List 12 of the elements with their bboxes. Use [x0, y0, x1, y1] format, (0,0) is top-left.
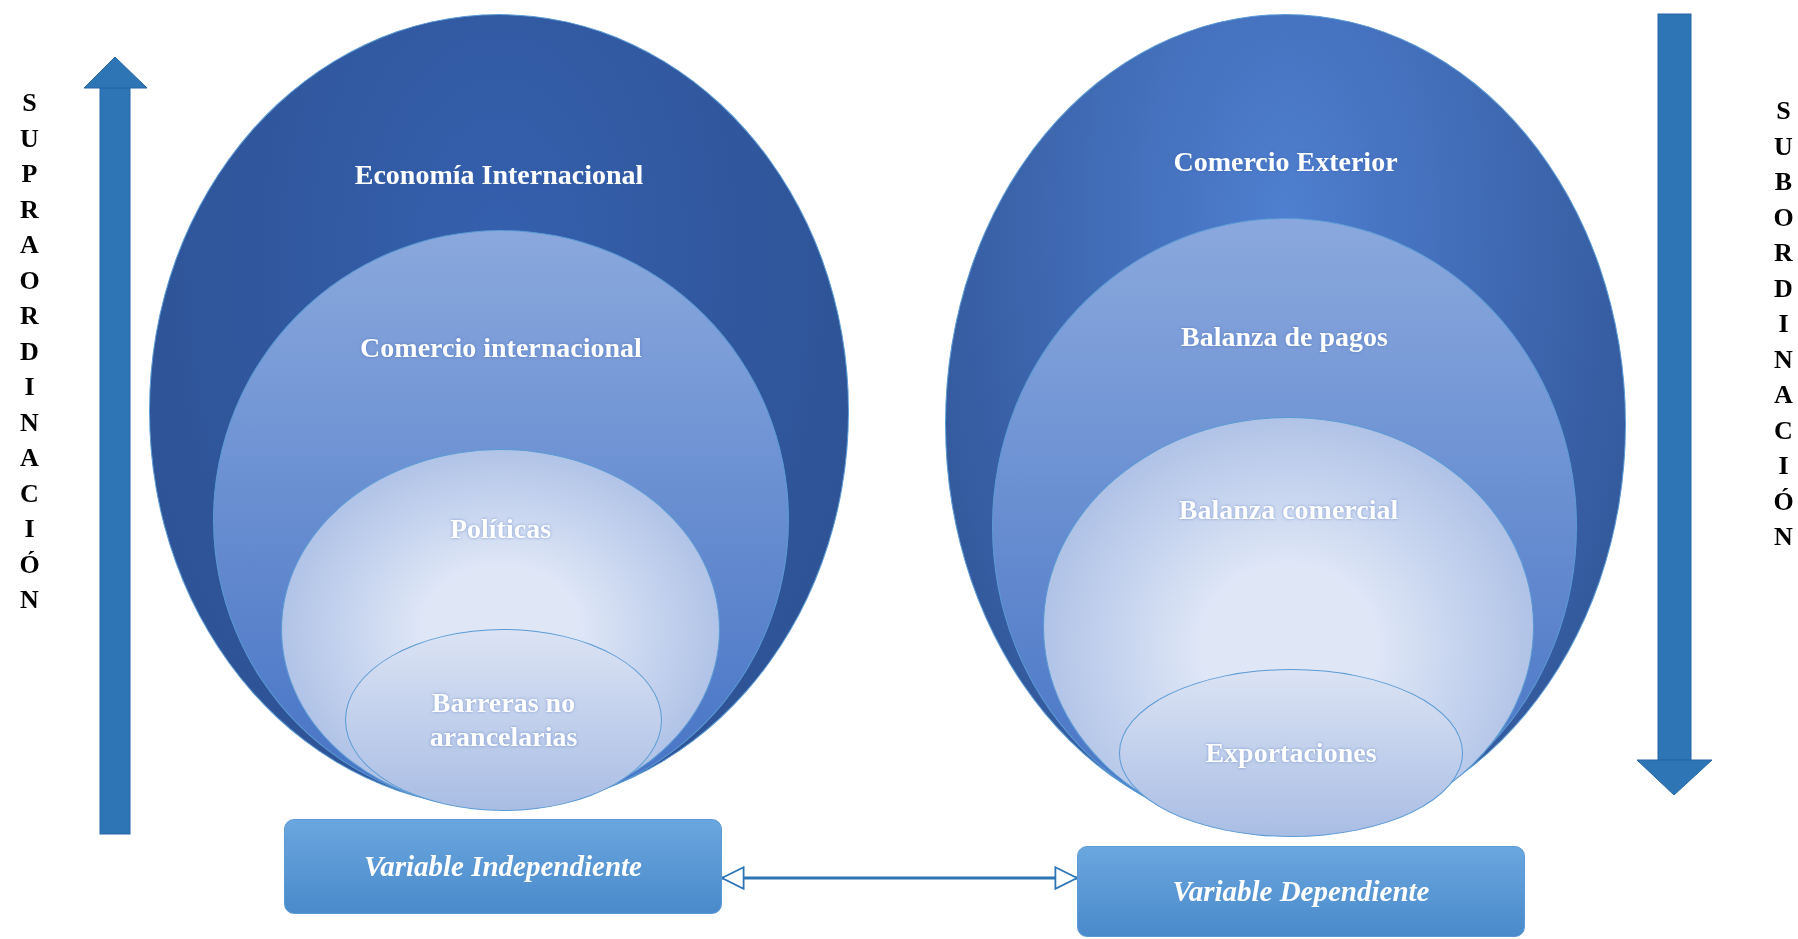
ellipse-label: Comercio internacional [360, 331, 642, 365]
ellipse-label: Comercio Exterior [1173, 145, 1398, 179]
double-arrow [721, 866, 1078, 890]
variable-box: Variable Dependiente [1077, 846, 1525, 937]
vertical-label: SUBORDINACIÓN [1768, 96, 1798, 558]
variable-box: Variable Independiente [284, 819, 722, 914]
ellipse-label: Balanza de pagos [1181, 320, 1388, 354]
ellipse-label: Economía Internacional [354, 158, 644, 192]
ellipse-label: Barreras no arancelarias [428, 686, 579, 754]
ellipse-label: Balanza comercial [1178, 493, 1399, 527]
vertical-label: SUPRAORDINACIÓN [14, 88, 44, 621]
ellipse-label: Exportaciones [1205, 736, 1377, 770]
